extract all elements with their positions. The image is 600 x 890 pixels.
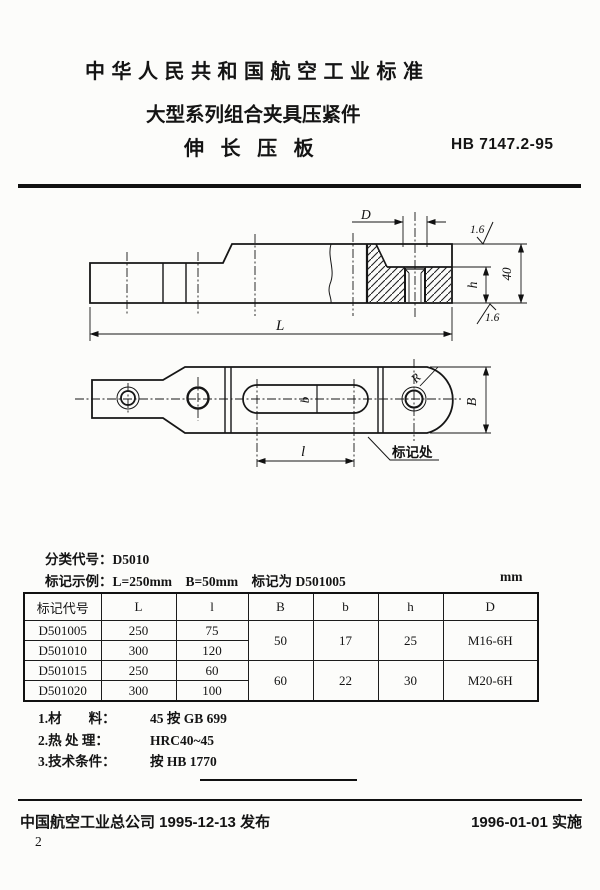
dim-label-40: 40 (499, 267, 514, 281)
cell-code: D501020 (23, 680, 102, 702)
roughness-value: 1.6 (485, 312, 500, 324)
cell-b-group: 17 (312, 620, 379, 661)
standard-subtitle: 大型系列组合夹具压紧件 (146, 104, 361, 126)
side-view-drawing: D 1.6 h 40 1.6 (89, 207, 527, 341)
mark-leader-line (367, 436, 439, 461)
classification-label: 分类代号： (45, 552, 113, 567)
radius-leader (419, 366, 439, 387)
dimension-table: 标记代号 L l B b h D D501005 250 75 50 17 25… (23, 592, 539, 702)
cell-code: D501015 (23, 660, 102, 681)
hole-middle (186, 386, 210, 410)
roughness-mark-top: 1.6 (470, 221, 494, 245)
section-hatch (368, 245, 387, 302)
dimension-B (430, 366, 491, 434)
dim-label-D: D (360, 207, 371, 222)
dim-label-l: l (301, 444, 305, 460)
page-title: 中华人民共和国航空工业标准 (85, 61, 430, 83)
table-header-row: 标记代号 L l B b h D (23, 592, 539, 621)
footer-implementation-date: 1996-01-01 实施 (471, 814, 582, 831)
footer-issuer: 中国航空工业总公司 1995-12-13 发布 (20, 814, 271, 831)
dimension-40 (452, 243, 527, 304)
cell-L: 300 (100, 640, 177, 661)
col-header-l: l (175, 592, 249, 621)
table-row: D501010 300 120 (23, 640, 538, 661)
centerlines (126, 212, 416, 317)
table-row: D501015 250 60 60 22 30 M20-6H (23, 660, 539, 702)
top-view-step-lines (224, 367, 232, 433)
table-row: D501020 300 100 (23, 680, 538, 702)
col-header-h: h (377, 592, 444, 621)
note-technical-conditions: 3.技术条件： 按 HB 1770 (38, 750, 217, 770)
dim-label-L: L (275, 318, 284, 334)
roughness-mark-bottom: 1.6 (476, 303, 500, 325)
note-label: 1.材 料： (38, 711, 116, 726)
dim-label-B: B (465, 397, 480, 406)
cell-code: D501005 (23, 620, 102, 641)
cell-h-group: 30 (377, 660, 444, 702)
dimension-h (452, 266, 491, 304)
note-value: 45 按 GB 699 (150, 711, 227, 726)
col-header-b: b (312, 592, 379, 621)
cell-L: 300 (100, 680, 177, 702)
top-view-drawing: b R B l 标记处 (75, 359, 491, 467)
cell-B-group: 50 (247, 620, 314, 661)
marking-example-value: L=250mm B=50mm 标记为 D501005 (112, 574, 346, 589)
classification-line: 分类代号：D5010 (45, 548, 149, 568)
cell-l: 75 (175, 620, 249, 641)
dimension-D (352, 216, 446, 247)
section-hatch (387, 267, 405, 302)
side-view-step-lines (162, 263, 187, 303)
col-header-D: D (442, 592, 539, 621)
footer-rule (18, 799, 582, 802)
mark-label: 标记处 (391, 444, 433, 460)
cell-l: 120 (175, 640, 249, 661)
dim-label-b: b (297, 396, 312, 403)
unit-label: mm (500, 569, 523, 584)
note-value: HRC40~45 (150, 733, 215, 748)
page-number: 2 (35, 834, 42, 849)
note-material: 1.材 料： 45 按 GB 699 (38, 707, 227, 727)
cell-D-group: M20-6H (442, 660, 539, 702)
centerlines (75, 359, 461, 467)
section-chamfer-edge (375, 243, 388, 268)
note-label: 3.技术条件： (38, 754, 116, 769)
cell-code: D501010 (23, 640, 102, 661)
roughness-value: 1.6 (470, 224, 485, 236)
marking-example-line: 标记示例：L=250mm B=50mm 标记为 D501005 (45, 570, 346, 590)
standard-number: HB 7147.2-95 (451, 136, 554, 153)
header-rule (18, 184, 581, 188)
dimension-L (89, 307, 453, 341)
section-hatch (425, 267, 451, 302)
classification-value: D5010 (112, 552, 150, 567)
cell-l: 100 (175, 680, 249, 702)
part-name-title: 伸 长 压 板 (184, 138, 316, 160)
cell-b-group: 22 (312, 660, 379, 702)
cell-L: 250 (100, 660, 177, 681)
cell-l: 60 (175, 660, 249, 681)
table-row: D501005 250 75 50 17 25 M16-6H (23, 620, 539, 661)
note-heat-treatment: 2.热 处 理： HRC40~45 (38, 729, 214, 749)
break-line (328, 243, 333, 304)
note-label: 2.热 处 理： (38, 733, 109, 748)
marking-example-label: 标记示例： (45, 574, 113, 589)
top-view-outline (91, 366, 454, 434)
cell-h-group: 25 (377, 620, 444, 661)
note-value: 按 HB 1770 (150, 754, 217, 769)
cell-L: 250 (100, 620, 177, 641)
top-view-step-lines (377, 367, 384, 433)
cell-B-group: 60 (247, 660, 314, 702)
col-header-code: 标记代号 (23, 592, 102, 621)
dim-label-h: h (465, 281, 480, 288)
cell-D-group: M16-6H (442, 620, 539, 661)
end-divider (200, 779, 357, 781)
col-header-L: L (100, 592, 177, 621)
col-header-B: B (247, 592, 314, 621)
